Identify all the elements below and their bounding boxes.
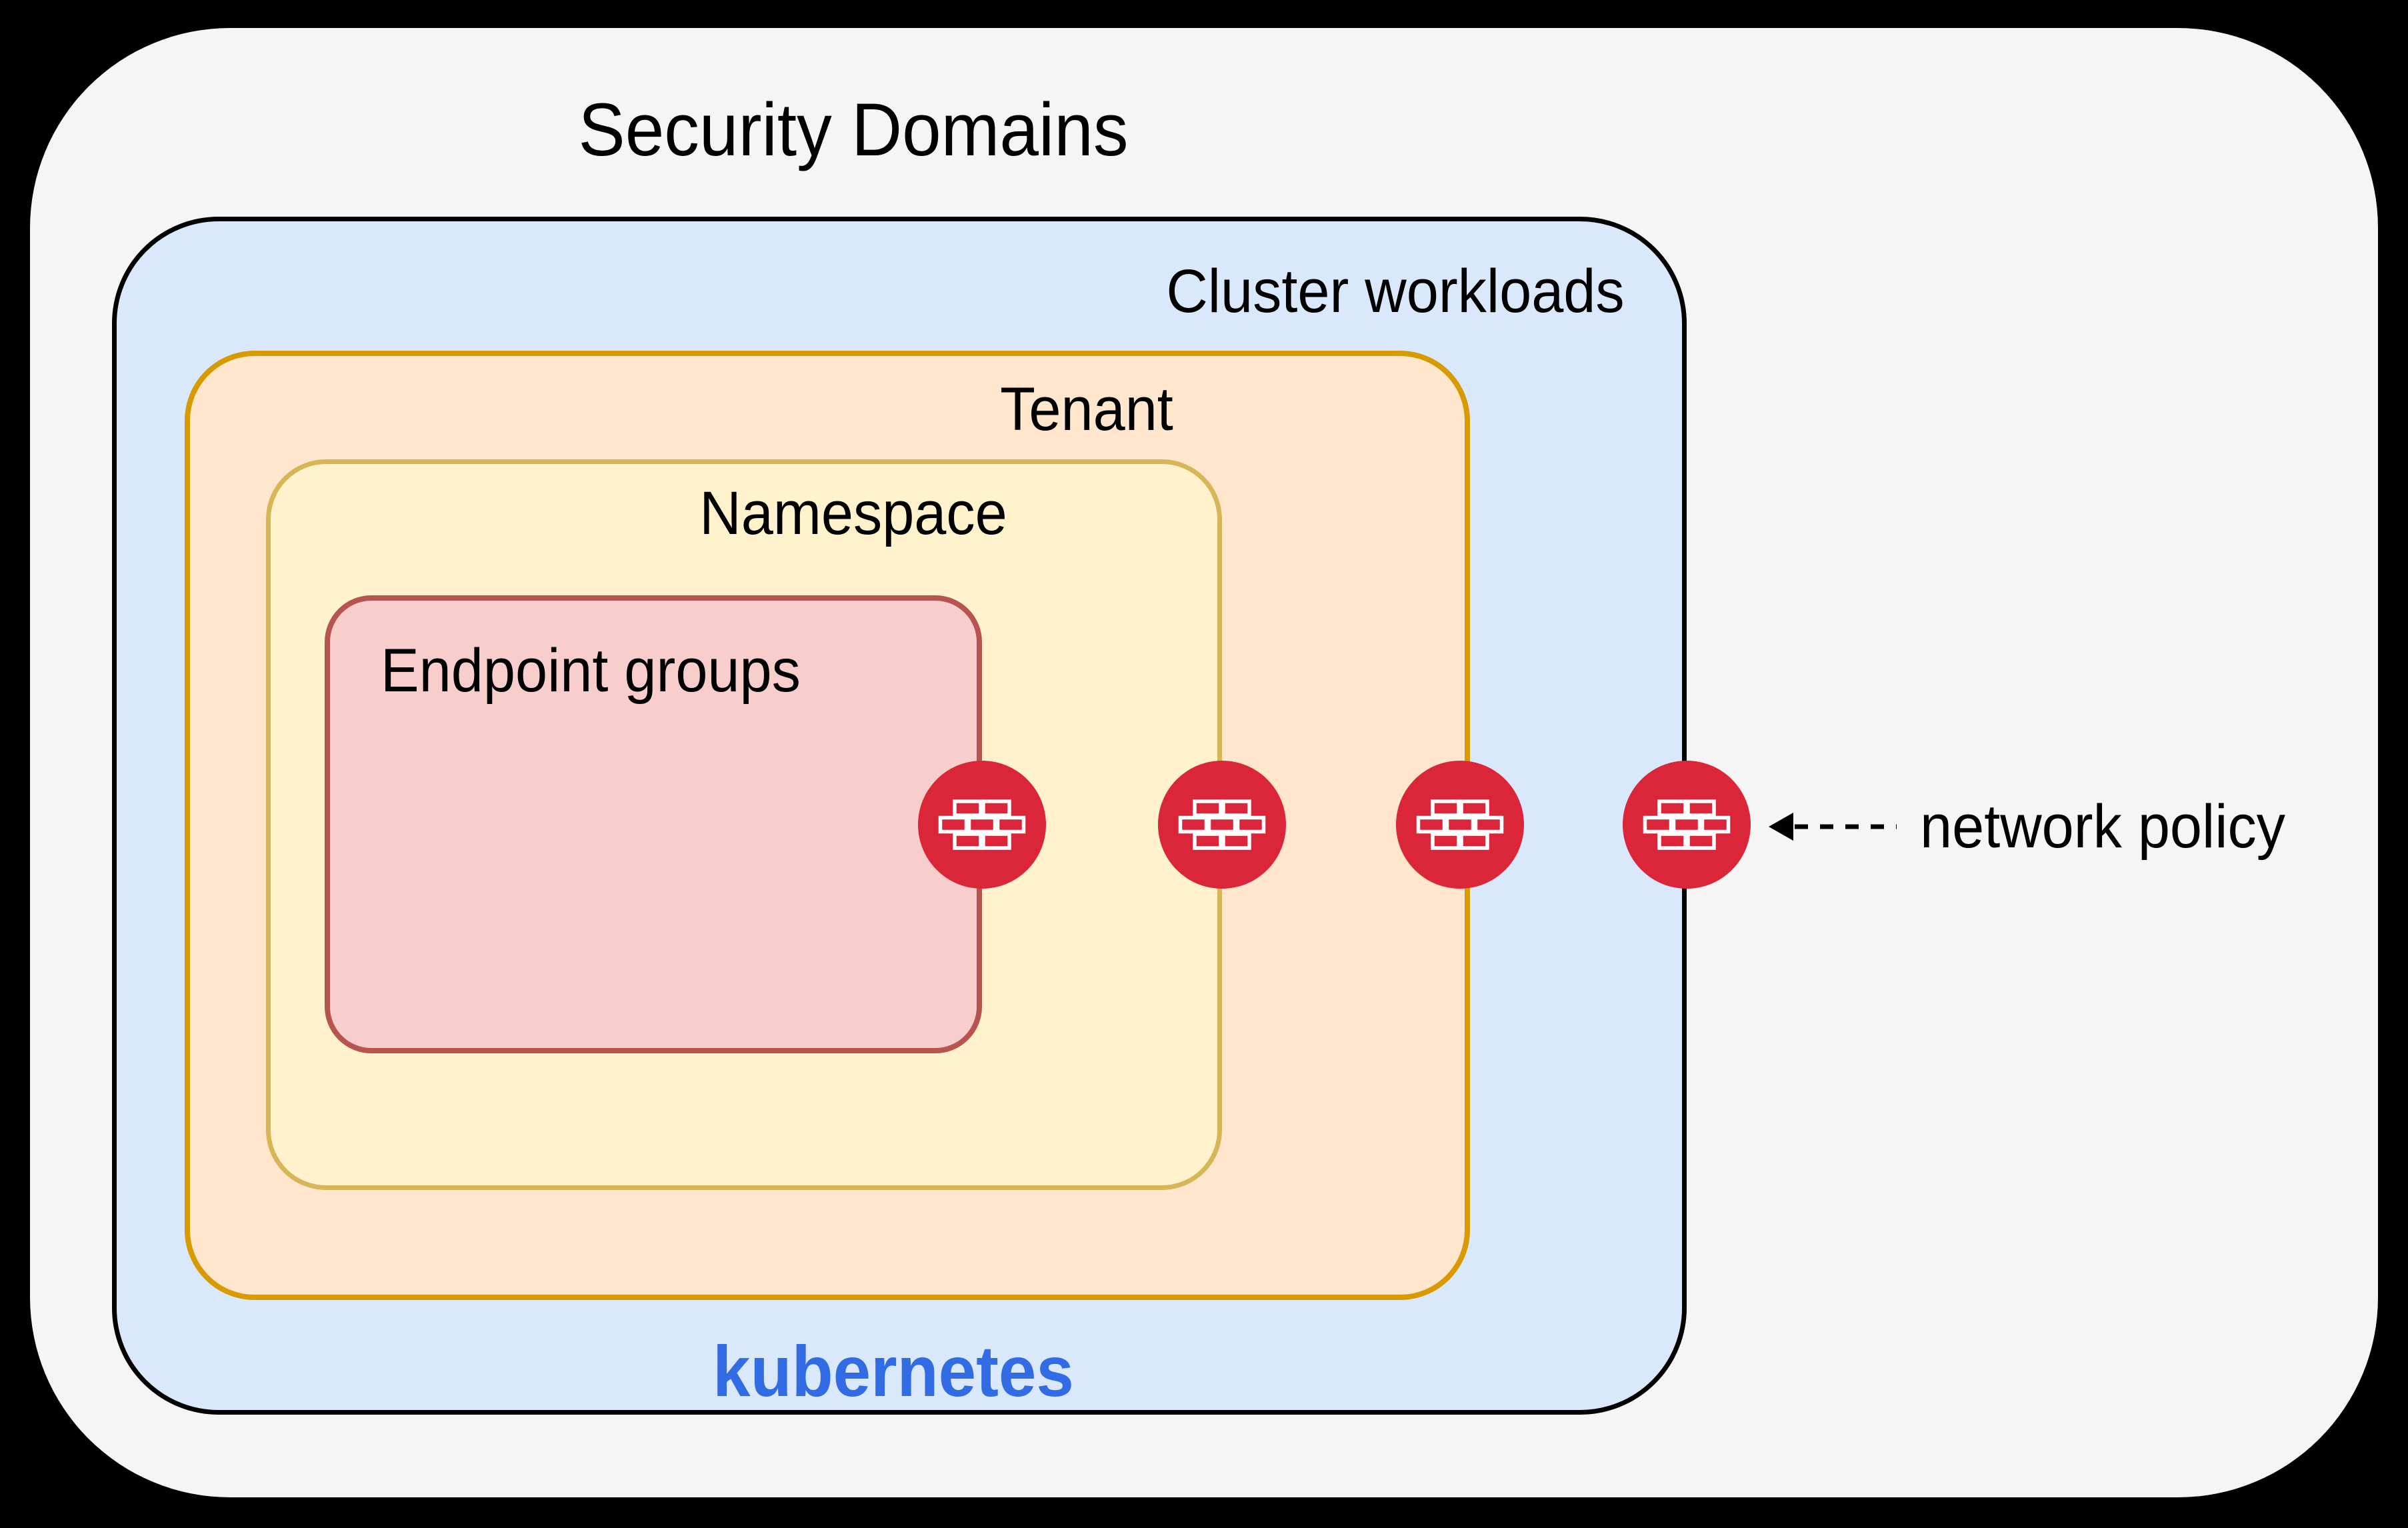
network-policy-label: network policy <box>1920 793 2285 861</box>
diagram-title: Security Domains <box>578 88 1129 171</box>
kubernetes-label: kubernetes <box>713 1331 1074 1411</box>
endpoint-groups-box <box>325 595 982 1053</box>
firewall-icon <box>918 761 1046 889</box>
tenant-label: Tenant <box>1000 375 1173 443</box>
firewall-icon <box>1623 761 1751 889</box>
endpoint-groups-label: Endpoint groups <box>381 637 801 705</box>
namespace-label: Namespace <box>699 479 1007 547</box>
network-policy-arrow <box>1769 813 1897 841</box>
firewall-icon <box>1158 761 1286 889</box>
firewall-icon <box>1396 761 1524 889</box>
cluster-workloads-label: Cluster workloads <box>1166 257 1625 325</box>
